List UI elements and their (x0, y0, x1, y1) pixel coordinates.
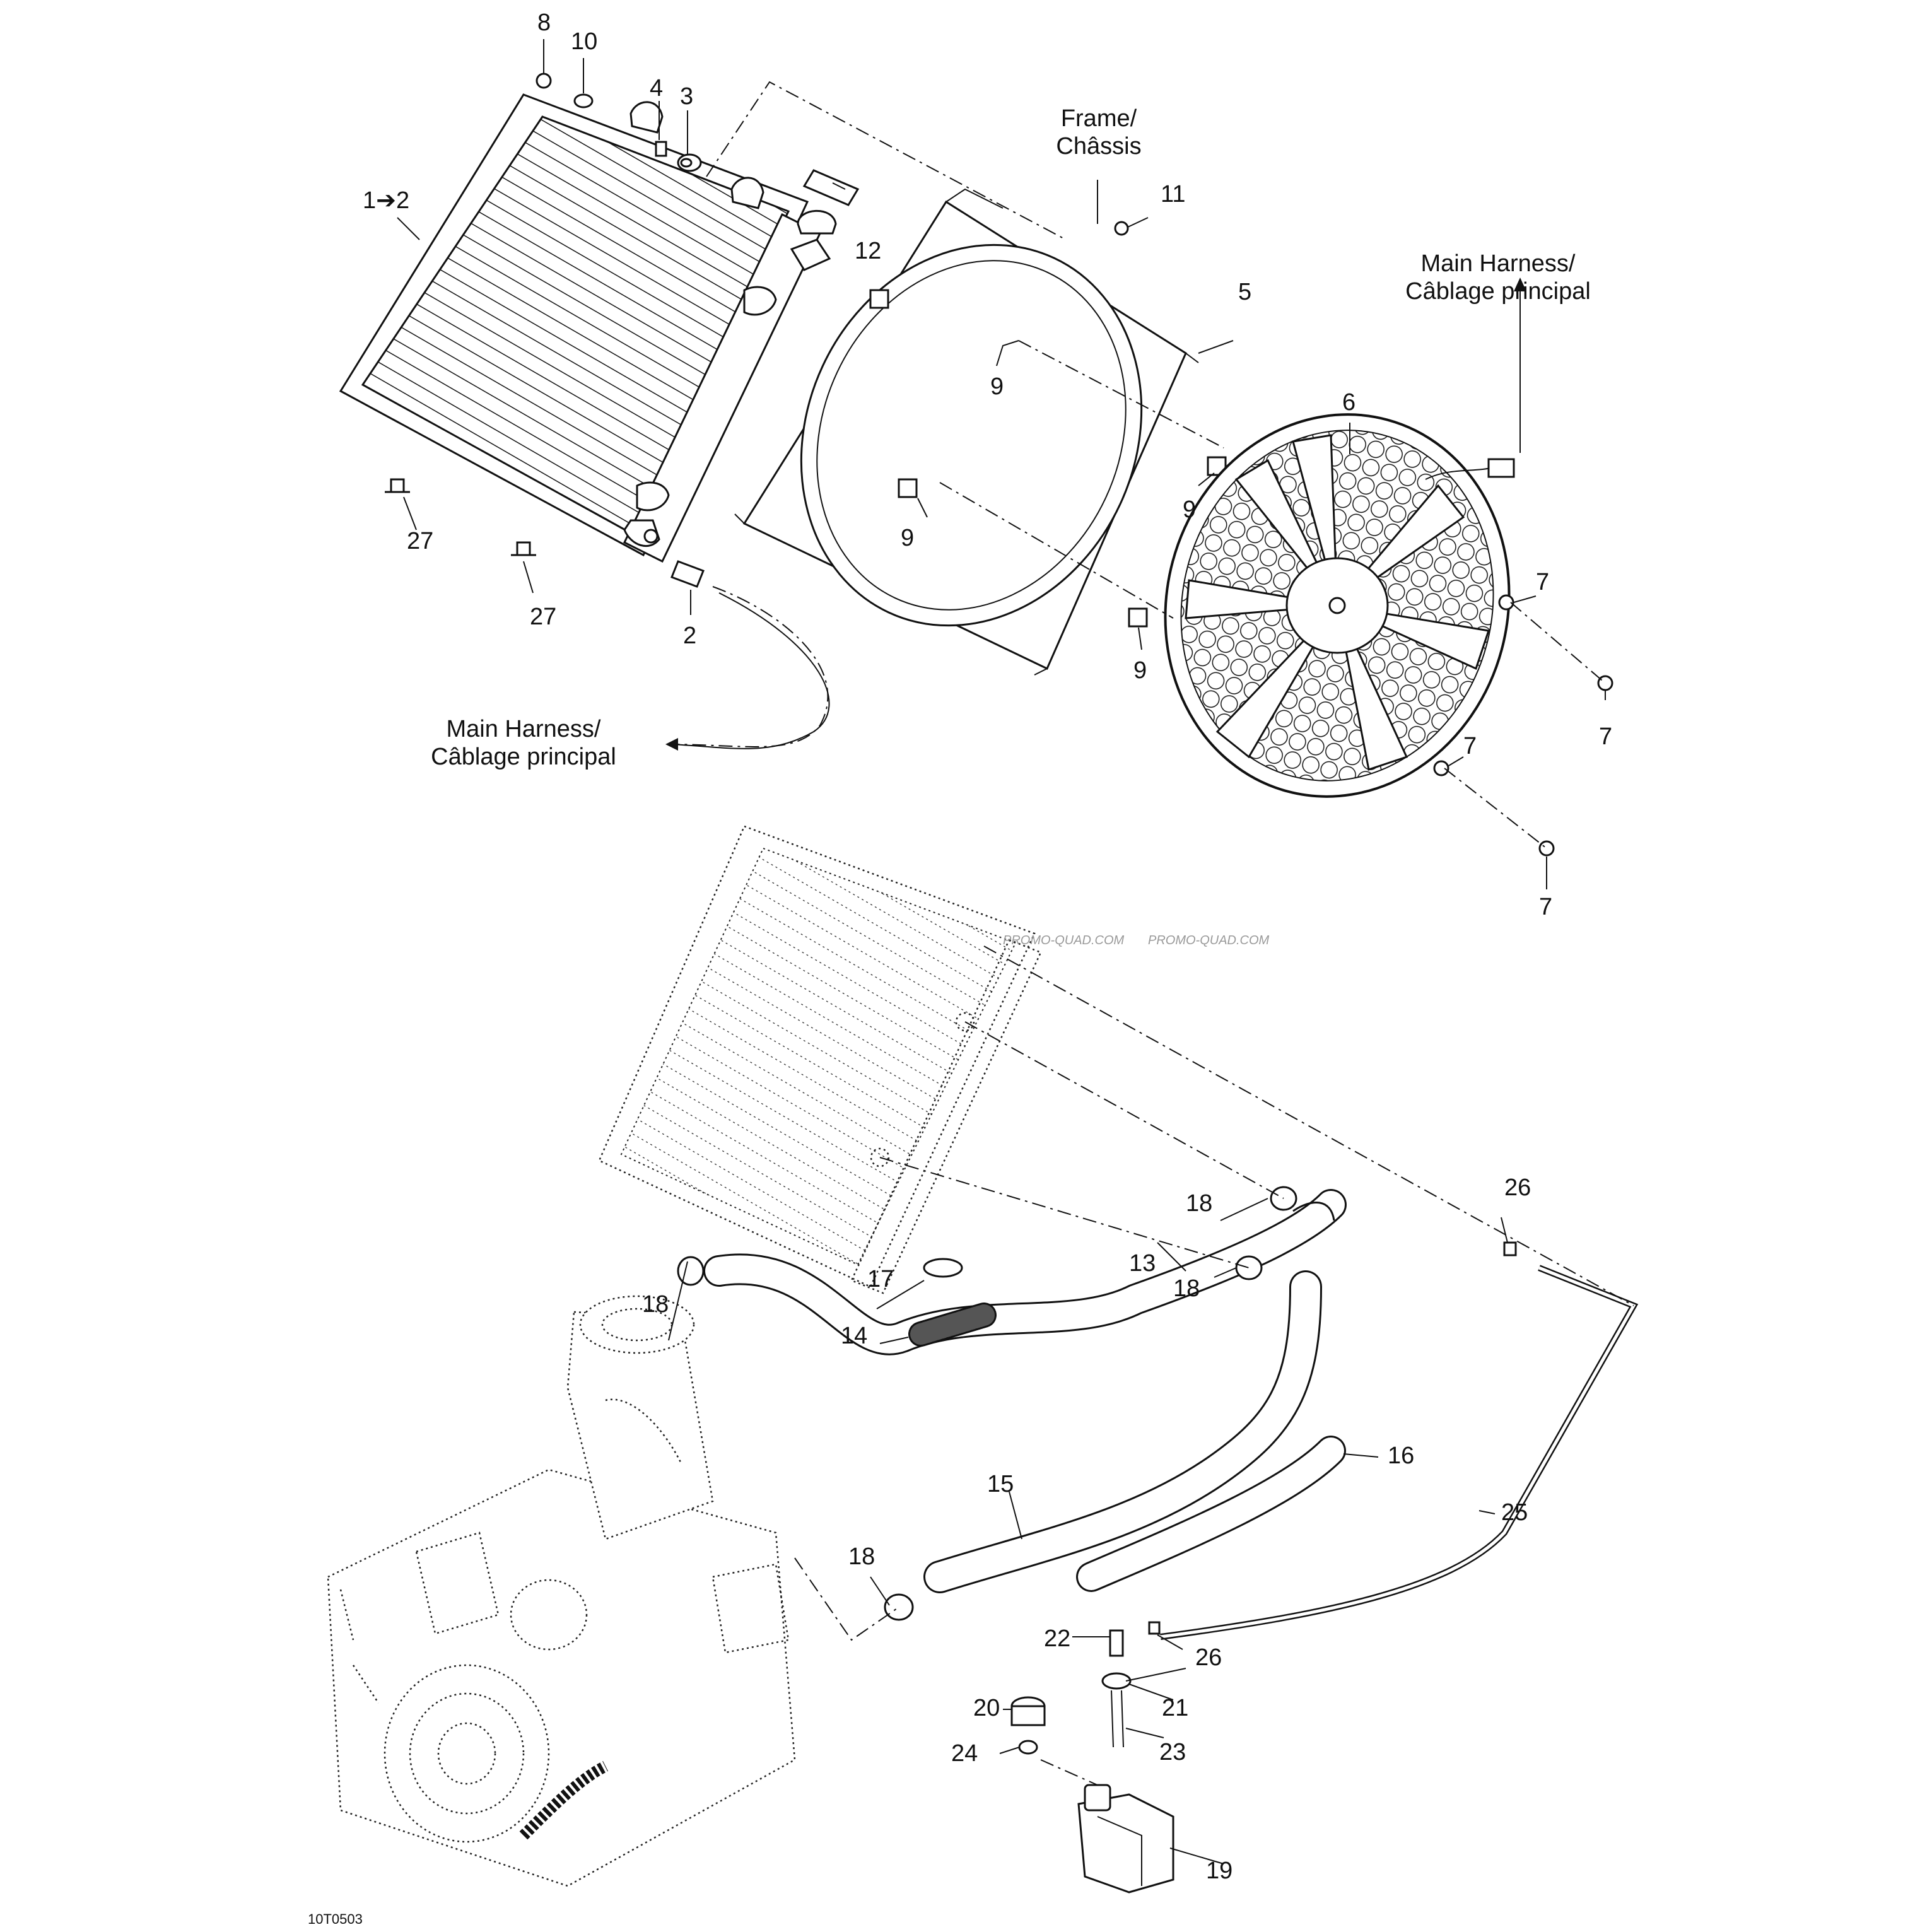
callout-26b: 26 (1195, 1644, 1222, 1671)
callout-15: 15 (987, 1471, 1014, 1497)
callout-19: 19 (1206, 1858, 1232, 1884)
fan-connector (1487, 458, 1515, 478)
callout-23: 23 (1159, 1739, 1186, 1765)
seal-24 (1018, 1740, 1038, 1755)
clamp-18a (677, 1256, 705, 1286)
callout-25: 25 (1501, 1499, 1528, 1526)
note-harness-left-line1: Main Harness/ (447, 716, 601, 742)
callout-20: 20 (973, 1695, 1000, 1721)
callout-18b: 18 (1186, 1190, 1212, 1217)
clamp-18d (884, 1593, 914, 1621)
fan-shroud (734, 188, 1227, 676)
arrow-head-up (1514, 278, 1526, 291)
clamp-18c (1235, 1255, 1263, 1280)
callout-7b: 7 (1599, 723, 1612, 750)
callout-27b: 27 (530, 604, 556, 630)
note-frame-line1: Frame/ (1061, 105, 1137, 132)
drawing-code: 10T0503 (308, 1911, 363, 1927)
callout-9c: 9 (1183, 496, 1196, 523)
spacer-4 (655, 141, 667, 157)
callout-4: 4 (650, 75, 663, 102)
leader-lines (397, 39, 1606, 1865)
callout-7a: 7 (1536, 569, 1549, 595)
callout-9b: 9 (901, 525, 914, 551)
callout-26a: 26 (1504, 1174, 1531, 1201)
callout-18c: 18 (1173, 1275, 1200, 1302)
callout-5: 5 (1238, 279, 1251, 305)
bolt-7a (1498, 594, 1514, 611)
nut-clip-9a (869, 289, 889, 309)
callout-14: 14 (841, 1323, 867, 1349)
radiator-cap-12 (802, 169, 860, 206)
harness-arrows (665, 278, 1526, 751)
bolt-8 (536, 73, 552, 89)
radiator (339, 93, 837, 563)
watermark-2: PROMO-QUAD.COM (1148, 934, 1270, 947)
callout-6: 6 (1342, 389, 1355, 416)
note-frame-line2: Châssis (1056, 133, 1141, 160)
callout-7d: 7 (1539, 894, 1552, 920)
callout-24: 24 (951, 1740, 978, 1767)
cooling-fan (1164, 413, 1613, 857)
callout-10: 10 (571, 28, 597, 55)
nut-clip-9d (1128, 607, 1148, 628)
arrow-head-left (665, 738, 678, 751)
temp-sensor-2 (670, 560, 705, 588)
callout-12: 12 (855, 238, 881, 264)
note-harness-top-line2: Câblage principal (1405, 278, 1591, 305)
radiator-phantom (598, 825, 1042, 1294)
vent-hose-23 (1111, 1690, 1124, 1748)
engine-phantom (327, 1295, 796, 1887)
callout-9a: 9 (990, 373, 1004, 400)
clip-11 (1114, 221, 1129, 236)
grommet-21 (1101, 1672, 1132, 1690)
callout-7c: 7 (1463, 733, 1477, 759)
bolt-7d (1538, 840, 1555, 857)
callout-18a: 18 (642, 1291, 669, 1318)
hoses (677, 1186, 1639, 1640)
watermark-1: PROMO-QUAD.COM (1003, 934, 1125, 947)
callout-27a: 27 (407, 528, 433, 554)
callout-2: 2 (683, 623, 696, 649)
coolant-reservoir (1010, 1629, 1174, 1894)
callout-18d: 18 (848, 1543, 875, 1570)
bolt-7c (1433, 760, 1449, 776)
callout-16: 16 (1388, 1443, 1414, 1469)
callout-9d: 9 (1133, 657, 1147, 684)
nut-clip-9b (898, 478, 918, 498)
fitting-22 (1109, 1629, 1124, 1657)
callout-11: 11 (1161, 181, 1185, 208)
clamp-26a (1503, 1241, 1517, 1256)
alignment-lines (668, 81, 1634, 1786)
callout-1-2: 1➔2 (363, 187, 409, 214)
washer-10 (573, 93, 594, 108)
clamp-26b (1148, 1621, 1161, 1635)
callout-22: 22 (1044, 1625, 1070, 1652)
callout-labels: 8 10 4 3 1➔2 12 Frame/ Châssis 11 Main H… (308, 9, 1612, 1927)
callout-3: 3 (680, 83, 693, 110)
clamp-17 (923, 1258, 963, 1278)
callout-21: 21 (1162, 1695, 1188, 1721)
callout-13: 13 (1129, 1250, 1156, 1277)
grommet-27b (511, 541, 536, 556)
callout-17: 17 (867, 1266, 894, 1292)
note-harness-left-line2: Câblage principal (431, 744, 616, 770)
radiator-hardware (385, 73, 860, 588)
grommet-27a (385, 478, 410, 493)
callout-8: 8 (537, 9, 551, 36)
note-harness-top-line1: Main Harness/ (1421, 250, 1576, 277)
